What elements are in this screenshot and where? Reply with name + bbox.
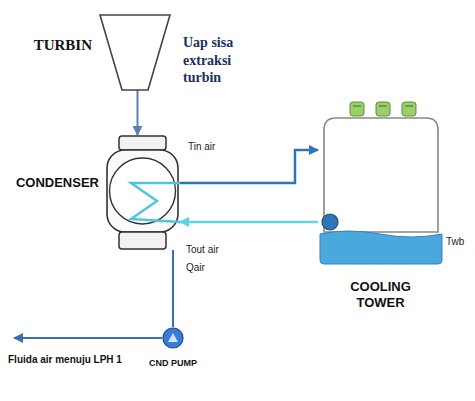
steam-note: Uap sisa extraksi turbin — [183, 34, 257, 87]
cooling-tower-label: COOLING TOWER — [344, 279, 418, 312]
tower-fan — [350, 102, 364, 116]
turbine-shape — [100, 15, 170, 90]
cooling-tower: COOLING TOWER — [318, 100, 443, 265]
tower-fan — [376, 102, 390, 116]
tower-fan — [402, 102, 416, 116]
hot-water-pipe — [180, 150, 318, 183]
inlet-temp: Tin air — [188, 141, 215, 154]
circulation-pump — [322, 214, 338, 230]
condenser-label: CONDENSER — [16, 175, 99, 190]
water-flow: Qair — [186, 262, 205, 275]
cooling-tower-shape — [318, 100, 443, 265]
fan-blade — [379, 106, 387, 107]
condenser-shape — [105, 135, 180, 250]
pump-symbol — [168, 333, 178, 342]
condenser-top-flange — [119, 136, 166, 150]
outlet-temp: Tout air — [186, 244, 219, 257]
cold-water-pipe — [180, 221, 318, 224]
outlet-pipe — [14, 337, 162, 339]
wet-bulb-temp: Twb — [446, 236, 464, 249]
cooling-coil — [131, 183, 180, 222]
cnd-pump-shape — [162, 327, 184, 349]
pump-label: CND PUMP — [133, 358, 213, 368]
fan-blade — [353, 106, 361, 107]
turbine-casing — [100, 15, 170, 90]
pump-casing — [163, 328, 183, 348]
turbine-label: TURBIN — [34, 37, 92, 54]
cnd-pump: CND PUMP — [162, 327, 184, 349]
condenser: CONDENSER — [105, 135, 180, 250]
tower-basin — [320, 231, 442, 264]
steam-arrow — [137, 90, 139, 135]
condensate-pipe — [172, 250, 174, 327]
fan-blade — [405, 106, 413, 107]
turbine: TURBIN — [100, 15, 170, 90]
outlet-note: Fluida air menuju LPH 1 — [8, 354, 122, 367]
condenser-hotwell — [119, 232, 166, 249]
tower-body — [324, 118, 438, 232]
